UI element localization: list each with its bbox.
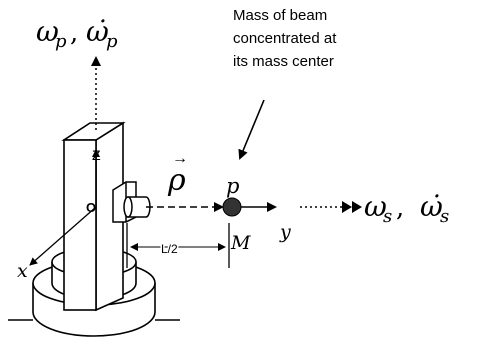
omega-s-label: ω (364, 190, 387, 223)
x-axis-label: x (17, 260, 28, 282)
point-p-label: p (226, 174, 239, 198)
omega-s-subscript: s (383, 206, 392, 227)
shaft-bearing (112, 181, 151, 223)
omega-dot-s-label: ω̇ (420, 190, 443, 223)
omega-p-subscript: p (55, 31, 67, 52)
column-block (61, 121, 126, 312)
note-line-1: Mass of beam (233, 7, 327, 24)
omega-p-comma: , (70, 18, 78, 48)
point-m-label: M (230, 232, 251, 254)
rho-label: ρ (167, 163, 186, 198)
y-axis-label: y (279, 221, 291, 243)
omega-dot-p-label: ω̇ (86, 15, 109, 48)
note-line-3: its mass center (233, 53, 334, 70)
spin-axis-double-arrowhead (342, 201, 362, 213)
half-length-label: L/2 (161, 242, 178, 256)
x-axis-arrow (29, 206, 97, 266)
omega-p-label: ω (36, 15, 59, 48)
omega-s-comma: , (396, 193, 404, 223)
origin-label: O (86, 200, 96, 215)
note-line-2: concentrated at (233, 30, 337, 47)
omega-dot-p-subscript: p (106, 31, 118, 52)
omega-dot-s-subscript: s (440, 206, 449, 227)
z-axis-label: Z (92, 147, 101, 163)
rho-vector-arrow: → (172, 150, 188, 167)
mass-point-p (222, 197, 242, 217)
note-pointer-arrow (238, 99, 265, 160)
